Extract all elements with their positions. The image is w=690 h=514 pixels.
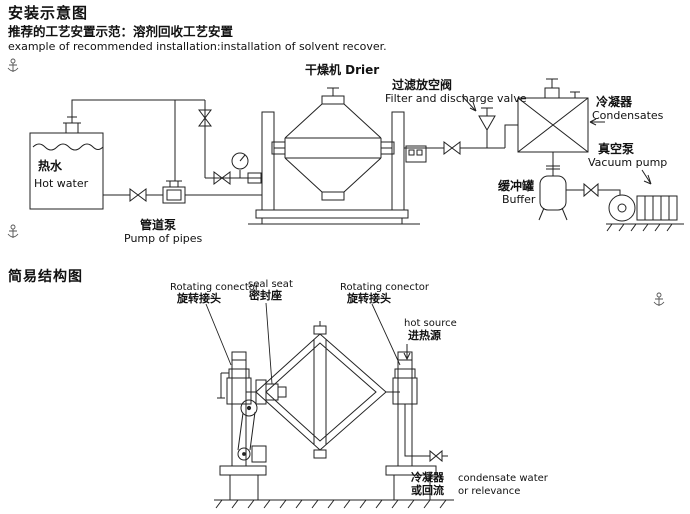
valve-icon	[198, 109, 212, 127]
label-pointers	[205, 302, 401, 385]
valve-icon	[583, 182, 599, 198]
seal-seat-label-cn: 密封座	[249, 289, 282, 302]
right-stand	[385, 351, 437, 476]
condensate-label-en-2: or relevance	[458, 486, 521, 497]
seal-seat	[255, 379, 287, 405]
pipe-pump-label-en: Pump of pipes	[124, 232, 203, 245]
cone-vessel	[255, 321, 387, 459]
belt-drive	[237, 399, 267, 463]
seal-seat-label-en: seal seat	[248, 279, 293, 290]
rotating-connector-right	[394, 359, 416, 379]
pointer-arrow	[589, 118, 605, 126]
vacuum-pump-label-cn: 真空泵	[598, 142, 635, 156]
hot-source-label-en: hot source	[404, 318, 457, 329]
valve-icon	[129, 188, 147, 202]
hot-water-tank	[29, 116, 104, 210]
hot-water-label-en: Hot water	[34, 177, 89, 190]
condensate-pipe	[404, 404, 448, 463]
vacuum-pump	[606, 169, 684, 232]
buffer-label-cn: 缓冲罐	[498, 179, 535, 193]
drier-label: 干燥机 Drier	[305, 63, 380, 77]
pipe-pump-label-cn: 管道泵	[140, 218, 177, 232]
rotating-connector-left	[217, 359, 250, 399]
structure-diagram	[205, 302, 454, 509]
control-box-icon	[405, 145, 427, 163]
rotating-connector-right-label-cn: 旋转接头	[347, 292, 391, 305]
installation-diagram	[29, 78, 684, 232]
condenser-label-cn: 冷凝器	[596, 95, 633, 109]
pipe-pump	[162, 180, 186, 204]
vacuum-piping	[566, 182, 621, 198]
condensate-label-en-1: condensate water	[458, 473, 548, 484]
condensate-label-cn-2: 或回流	[411, 484, 444, 497]
condensate-label-cn-1: 冷凝器	[411, 471, 444, 484]
valve-icon	[213, 171, 231, 185]
buffer-label-en: Buffer	[502, 193, 536, 206]
vapor-piping	[404, 124, 518, 155]
filter-valve-label-en: Filter and discharge valve	[385, 92, 527, 105]
hot-water-label-cn: 热水	[38, 159, 63, 173]
valve-icon	[443, 141, 461, 155]
vacuum-pump-label-en: Vacuum pump	[588, 156, 668, 169]
buffer-tank	[538, 152, 568, 221]
filter-valve-label-cn: 过滤放空阀	[392, 78, 453, 92]
pointer-arrow	[461, 95, 477, 112]
valve-icon	[429, 449, 443, 463]
page-title: 安装示意图	[8, 4, 89, 22]
hot-source-label-cn: 进热源	[408, 329, 441, 342]
registration-mark	[653, 292, 665, 307]
drier	[248, 87, 427, 225]
rotating-connector-left-label-cn: 旋转接头	[177, 292, 221, 305]
strainer-icon	[247, 172, 262, 184]
rotating-connector-left-label-en: Rotating conector	[170, 282, 259, 293]
rotating-connector-right-label-en: Rotating conector	[340, 282, 429, 293]
structure-title: 简易结构图	[8, 269, 83, 285]
pressure-gauge-icon	[231, 152, 249, 178]
registration-mark	[7, 224, 19, 239]
page-subtitle-cn: 推荐的工艺安置示范：溶剂回收工艺安置	[8, 24, 234, 39]
foundation	[214, 475, 454, 509]
hot-source-pipe	[403, 344, 411, 361]
condenser-label-en: Condensates	[592, 109, 664, 122]
hot-water-piping	[71, 99, 262, 204]
filter-discharge-valve	[461, 95, 496, 132]
pointer-arrow	[641, 169, 652, 185]
page-subtitle-en: example of recommended installation:inst…	[8, 40, 387, 53]
registration-mark	[7, 58, 19, 73]
